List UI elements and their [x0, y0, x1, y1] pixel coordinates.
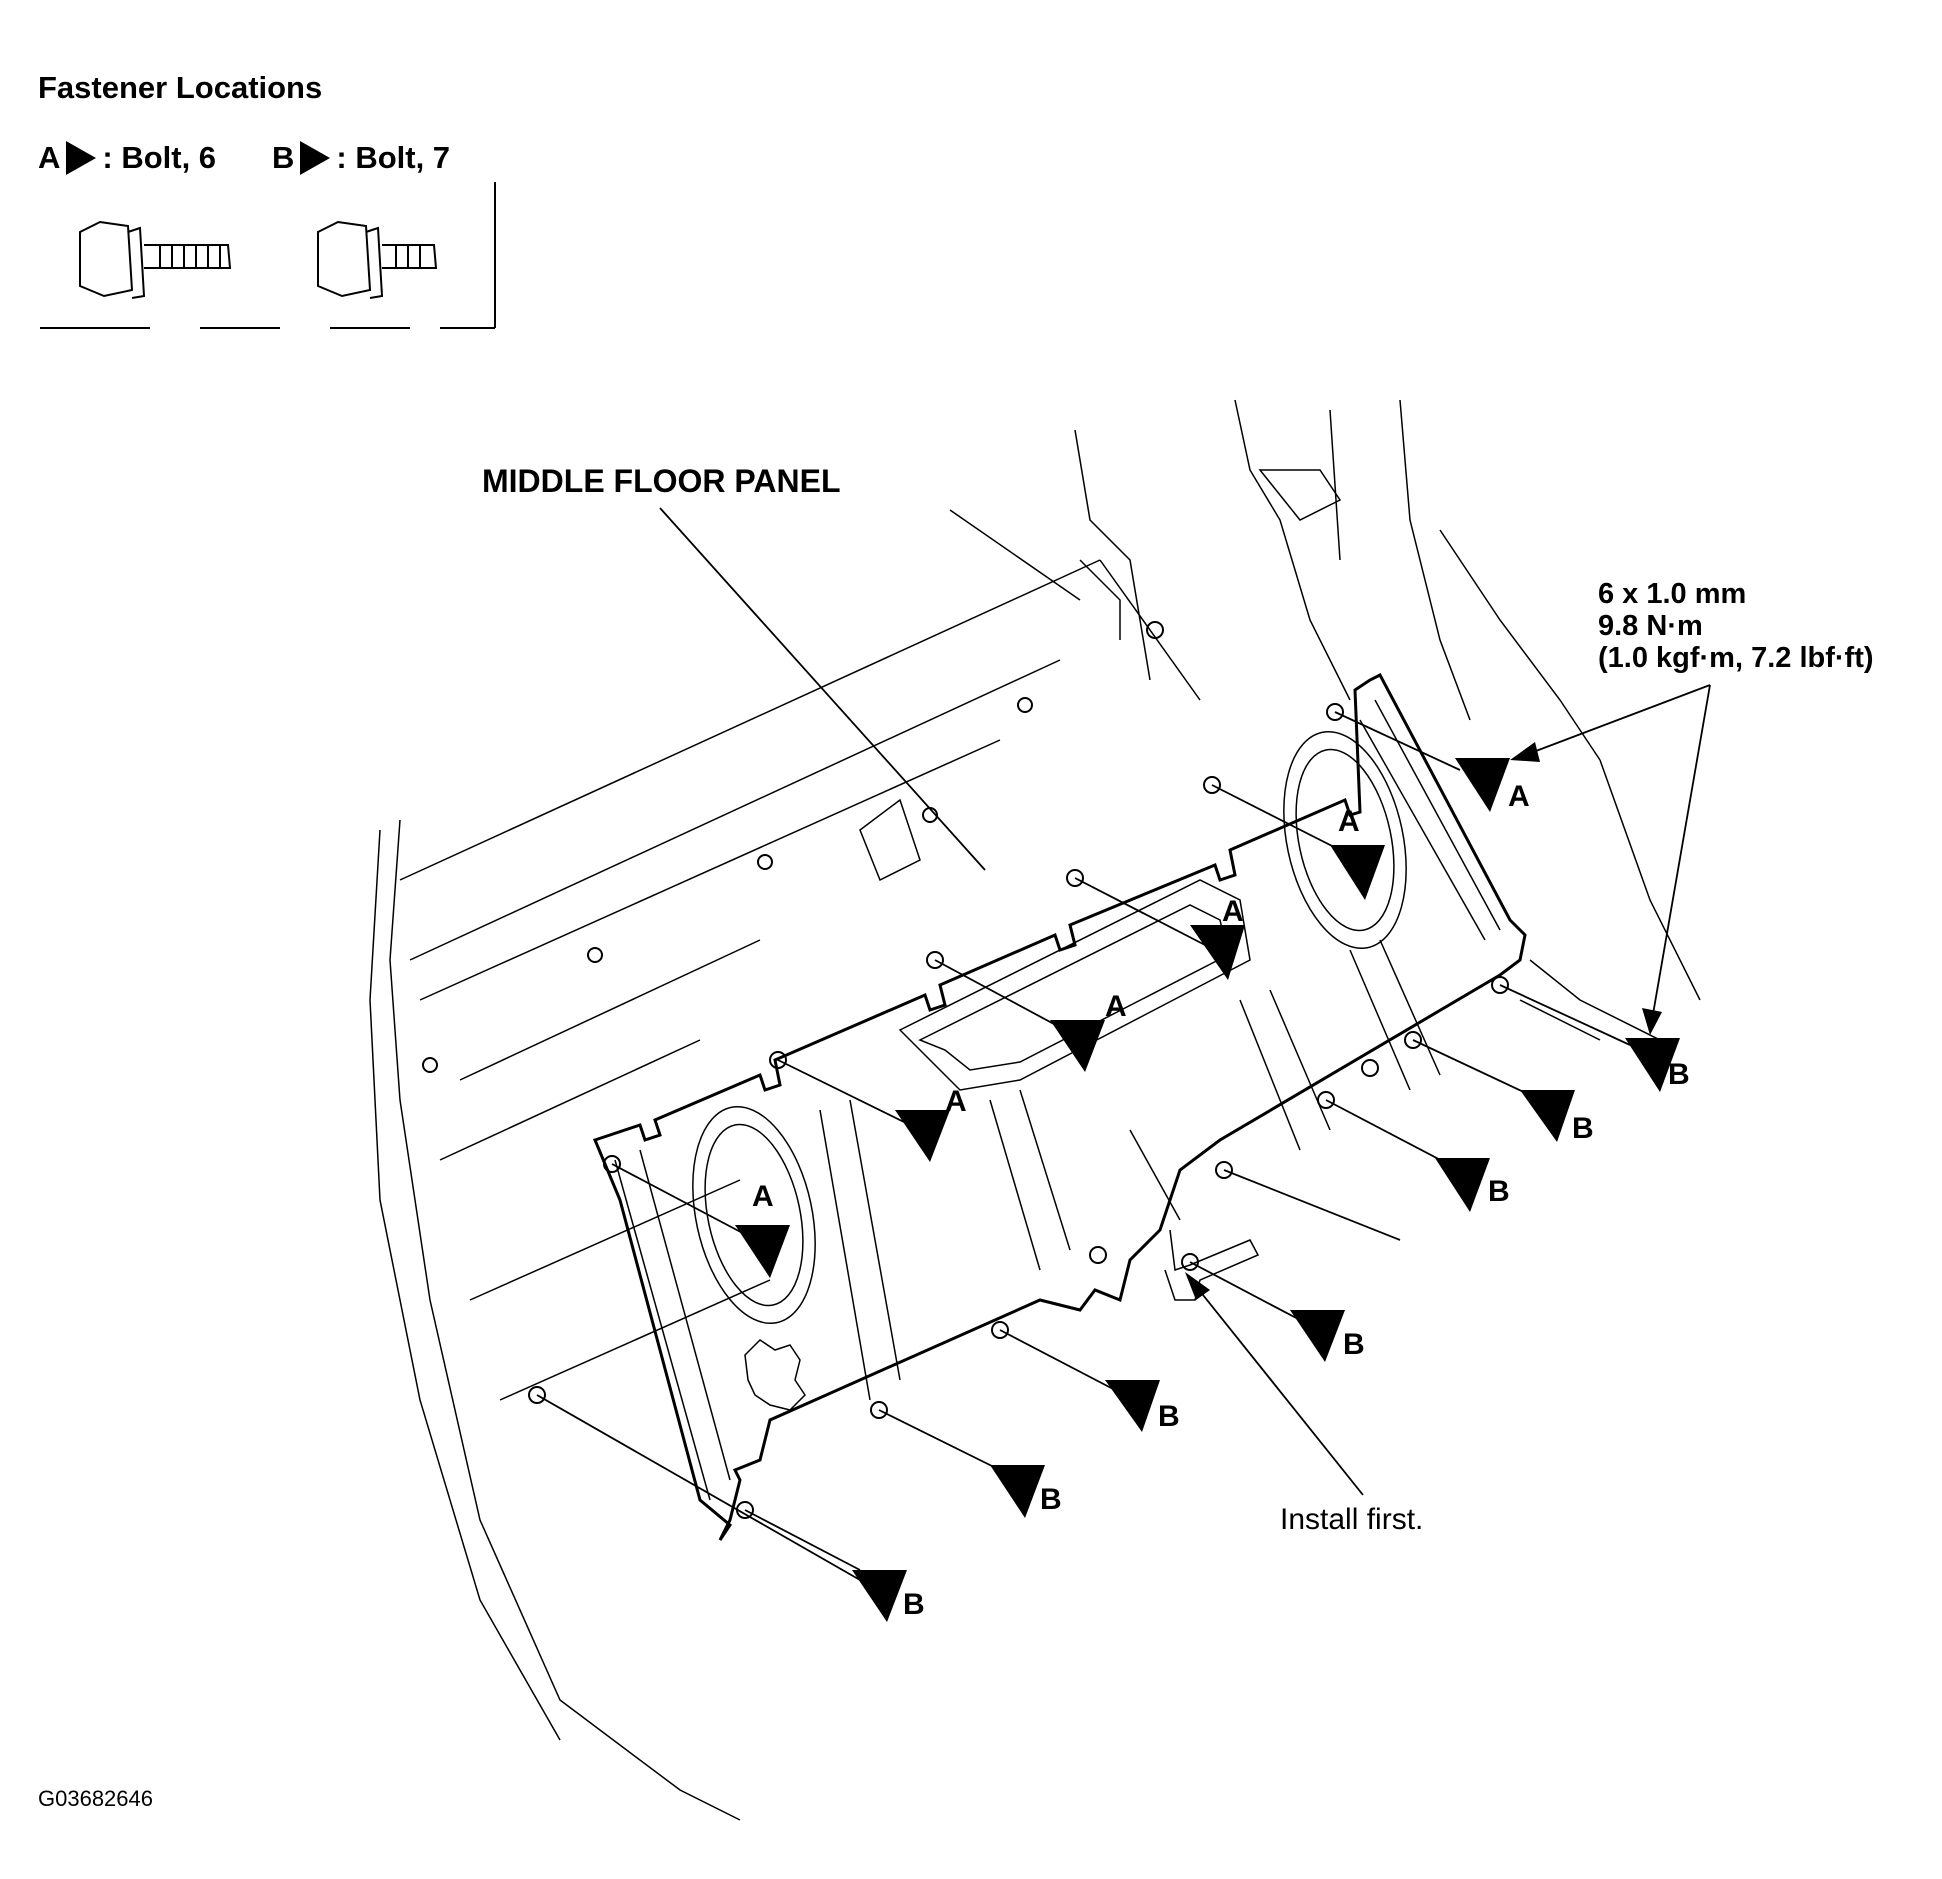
callout-a-triangle — [735, 1225, 790, 1278]
callout-a: A — [1105, 990, 1127, 1023]
legend-a-letter: A — [38, 140, 61, 175]
install-first-label: Install first. — [1280, 1503, 1424, 1536]
callout-a-triangle — [1050, 1020, 1105, 1072]
bolt-7-icon — [317, 220, 438, 299]
callout-a: A — [1338, 805, 1360, 838]
legend-bolt-b: B : Bolt, 7 — [272, 140, 450, 176]
bolt-6-icon — [79, 220, 232, 299]
callout-b: B — [1158, 1400, 1180, 1433]
legend-b-letter: B — [272, 140, 295, 175]
callout-b: B — [903, 1588, 925, 1621]
torque-size: 6 x 1.0 mm — [1598, 578, 1747, 610]
callout-b-triangle — [1625, 1038, 1680, 1092]
callout-a-triangle — [1190, 925, 1245, 980]
legend-a-text: : Bolt, 6 — [102, 140, 217, 175]
torque-imperial: (1.0 kgf·m, 7.2 lbf·ft) — [1598, 642, 1874, 674]
legend-b-text: : Bolt, 7 — [336, 140, 451, 175]
figure-id: G03682646 — [38, 1786, 153, 1811]
callout-b-triangle — [990, 1465, 1045, 1518]
torque-spec: 6 x 1.0 mm 9.8 N·m (1.0 kgf·m, 7.2 lbf·f… — [1598, 578, 1874, 674]
callout-a: A — [1508, 780, 1530, 813]
torque-nm: 9.8 N·m — [1598, 610, 1703, 642]
middle-floor-panel-label: MIDDLE FLOOR PANEL — [482, 463, 841, 499]
callout-b-triangle — [852, 1570, 907, 1622]
callout-b: B — [1343, 1328, 1365, 1361]
callout-b: B — [1488, 1175, 1510, 1208]
callout-b-triangle — [1520, 1090, 1575, 1142]
legend-bolt-a: A : Bolt, 6 — [38, 140, 216, 176]
callout-b-triangle — [1290, 1310, 1345, 1362]
callout-b-triangle — [1435, 1158, 1490, 1212]
callout-a-triangle — [1330, 845, 1385, 900]
callout-a-triangle — [895, 1110, 950, 1162]
callout-b: B — [1572, 1112, 1594, 1145]
triangle-pointer-icon — [300, 141, 331, 175]
callout-a: A — [1222, 895, 1244, 928]
triangle-pointer-icon — [66, 141, 97, 175]
callout-b-triangle — [1105, 1380, 1160, 1432]
callout-b: B — [1040, 1483, 1062, 1516]
callout-a: A — [752, 1180, 774, 1213]
callout-a-triangle — [1455, 758, 1510, 812]
callout-a: A — [945, 1085, 967, 1118]
legend-title: Fastener Locations — [38, 70, 323, 105]
callout-b: B — [1668, 1058, 1690, 1091]
